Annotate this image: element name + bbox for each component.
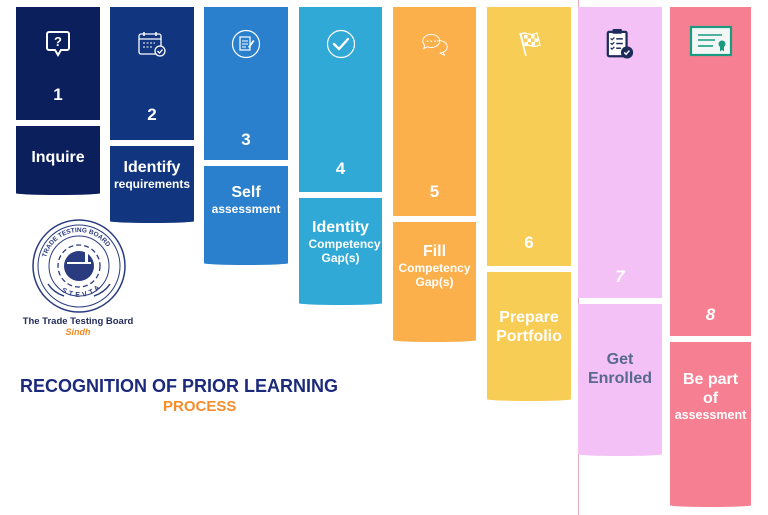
step-label-sub: assessment — [674, 408, 747, 422]
calendar-check-icon — [137, 29, 167, 59]
step-label-sub: Competency Gap(s) — [398, 261, 471, 289]
step-2-label: Identify requirements — [110, 146, 194, 223]
organization-region: Sindh — [65, 327, 91, 337]
svg-text:?: ? — [54, 34, 62, 49]
step-label-sub: assessment — [211, 202, 281, 216]
step-5-label: Fill Competency Gap(s) — [393, 222, 476, 342]
step-label-sub: Competency Gap(s) — [308, 237, 381, 265]
step-4-label: Identity Competency Gap(s) — [299, 198, 382, 305]
step-2: 2 Identify requirements — [110, 7, 194, 223]
step-6: 6 Prepare Portfolio — [487, 7, 571, 401]
step-label-main: Self — [231, 184, 261, 201]
step-number: 3 — [241, 130, 251, 149]
step-8-label: Be part of assessment — [670, 342, 751, 507]
step-number: 2 — [147, 105, 157, 124]
step-number: 6 — [524, 233, 534, 252]
step-1-label: Inquire — [16, 126, 100, 195]
step-7: 7 Get Enrolled — [578, 7, 662, 456]
step-label-main: Fill — [422, 243, 447, 260]
step-8-header: 8 — [670, 7, 751, 336]
document-edit-icon — [231, 29, 261, 59]
organization-name: The Trade Testing Board — [22, 316, 134, 327]
step-label-main: Get Enrolled — [587, 351, 652, 387]
step-2-header: 2 — [110, 7, 194, 140]
step-3-label: Self assessment — [204, 166, 288, 265]
step-1: ? 1 Inquire — [16, 7, 100, 195]
step-label-main: Inquire — [31, 149, 85, 166]
step-label-main: Be part of — [682, 371, 739, 407]
step-number: 7 — [615, 267, 625, 286]
step-3-header: 3 — [204, 7, 288, 160]
question-bubble-icon: ? — [43, 29, 73, 59]
checkered-flag-icon — [514, 29, 544, 59]
step-6-label: Prepare Portfolio — [487, 272, 571, 401]
clipboard-check-icon — [605, 29, 635, 59]
page-subtitle: PROCESS — [163, 398, 237, 415]
step-3: 3 Self assessment — [204, 7, 288, 265]
step-8: 8 Be part of assessment — [670, 7, 751, 507]
chat-bubbles-icon — [420, 29, 450, 59]
step-5: 5 Fill Competency Gap(s) — [393, 7, 476, 342]
step-label-main: Identify — [123, 159, 181, 176]
step-number: 4 — [335, 159, 346, 178]
seal-emblem-icon: TRADE TESTING BOARD STEVTA — [32, 219, 126, 313]
step-4-header: 4 — [299, 7, 382, 192]
step-label-main: Identity — [312, 219, 369, 236]
step-4: 4 Identity Competency Gap(s) — [299, 7, 382, 305]
step-label-main: Prepare Portfolio — [496, 309, 562, 345]
step-7-header: 7 — [578, 7, 662, 298]
trade-testing-board-logo: TRADE TESTING BOARD STEVTA The Trade Tes… — [22, 218, 134, 337]
step-number: 5 — [429, 182, 440, 201]
step-label-sub: requirements — [113, 177, 191, 191]
step-1-header: ? 1 — [16, 7, 100, 120]
step-7-label: Get Enrolled — [578, 304, 662, 456]
step-6-header: 6 — [487, 7, 571, 266]
page-title: RECOGNITION OF PRIOR LEARNING — [20, 376, 339, 396]
check-circle-icon — [326, 29, 356, 59]
certificate-icon — [689, 25, 733, 57]
step-number: 1 — [53, 85, 63, 104]
step-5-header: 5 — [393, 7, 476, 216]
step-number: 8 — [705, 305, 716, 324]
